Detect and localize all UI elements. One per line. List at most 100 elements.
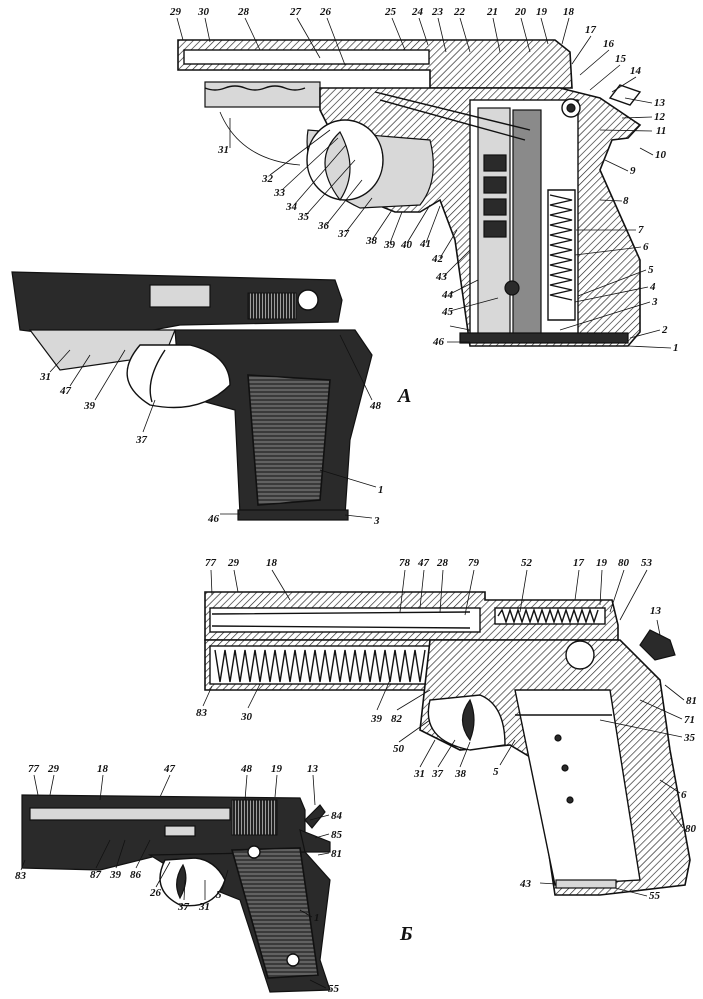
callout-label: 52 [521,557,533,569]
callout-label: 19 [536,6,548,18]
callout-label: 77 [28,763,40,775]
callout-label: 30 [240,711,253,723]
callout-label: 2 [661,324,668,336]
callout-label: 31 [413,768,425,780]
callout-label: 25 [384,6,397,18]
callout-label: 10 [655,149,667,161]
callout-label: 3 [651,296,658,308]
callout-label: 48 [369,400,382,412]
callout-label: 31 [39,371,51,383]
cartridge-stack [483,154,507,238]
callout-label: 37 [431,768,444,780]
callout-label: 1 [378,484,384,496]
callout-label: 18 [97,763,109,775]
callout-label: 84 [331,810,343,822]
callout-label: 20 [514,6,527,18]
callout-label: 17 [573,557,585,569]
callout-label: 87 [90,869,102,881]
callout-label: 43 [435,271,448,283]
callout-label: 48 [240,763,253,775]
callout-label: 5 [493,766,499,778]
callout-label: 26 [319,6,332,18]
callout-label: 82 [391,713,403,725]
callout-label: 32 [261,173,274,185]
callout-label: 47 [417,557,430,569]
callout-label: 41 [419,238,431,250]
figure-letter-a: А [396,385,411,407]
callout-label: 39 [370,713,383,725]
callout-label: 37 [177,901,190,913]
fig1-labels: 29 30 28 27 26 25 24 23 22 21 20 19 18 1… [169,6,679,354]
callout-label: 39 [383,239,396,251]
cutaway-pistol-top [177,39,642,347]
callout-label: 23 [431,6,444,18]
callout-label: 15 [615,53,627,65]
callout-label: 16 [603,38,615,50]
callout-label: 29 [169,6,182,18]
callout-label: 38 [365,235,378,247]
callout-label: 47 [59,385,72,397]
callout-label: 11 [656,125,666,137]
callout-label: 47 [163,763,176,775]
callout-label: 80 [685,823,697,835]
callout-label: 43 [519,878,532,890]
pistol-side-view-a [11,271,373,521]
callout-label: 77 [205,557,217,569]
callout-label: 6 [681,789,687,801]
callout-label: 81 [331,848,342,860]
callout-label: 13 [654,97,666,109]
callout-label: 18 [563,6,575,18]
callout-label: 24 [411,6,424,18]
callout-label: 12 [654,111,666,123]
callout-label: 26 [149,887,162,899]
callout-label: 3 [373,515,380,527]
callout-label: 31 [217,144,229,156]
callout-label: 28 [436,557,449,569]
callout-label: 29 [227,557,240,569]
callout-label: 7 [638,224,644,236]
callout-label: 19 [596,557,608,569]
callout-label: 39 [83,400,96,412]
callout-label: 50 [393,743,405,755]
callout-label: 21 [486,6,498,18]
callout-label: 53 [641,557,653,569]
callout-label: 17 [585,24,597,36]
callout-label: 44 [441,289,454,301]
callout-label: 18 [266,557,278,569]
callout-label: 83 [196,707,208,719]
callout-label: 42 [431,253,444,265]
cutaway-pistol-bottom [204,591,691,896]
callout-label: 29 [47,763,60,775]
callout-label: 36 [317,220,330,232]
callout-label: 8 [623,195,629,207]
callout-label: 4 [649,281,656,293]
callout-label: 81 [686,695,697,707]
callout-label: 86 [130,869,142,881]
callout-label: 6 [643,241,649,253]
callout-label: 85 [331,829,343,841]
fig4-labels: 77 29 18 47 48 19 13 84 85 81 83 87 39 8… [15,763,413,995]
pistol-side-view-b [21,794,331,993]
callout-label: 5 [216,889,222,901]
callout-label: 27 [289,6,302,18]
callout-label: 14 [630,65,642,77]
callout-label: 1 [673,342,679,354]
callout-label: 55 [328,983,340,995]
callout-label: 39 [109,869,122,881]
callout-label: 37 [135,434,148,446]
callout-label: 30 [197,6,210,18]
callout-label: 1 [314,912,320,924]
callout-label: 55 [649,890,661,902]
figure-letter-b: Б [399,923,413,945]
callout-label: 19 [271,763,283,775]
callout-label: 71 [684,714,695,726]
callout-label: 80 [618,557,630,569]
callout-label: 5 [648,264,654,276]
callout-label: 46 [207,513,220,525]
fig2-labels: 31 47 39 37 48 1 46 3 А [39,334,411,527]
callout-label: 38 [454,768,467,780]
callout-label: 22 [453,6,466,18]
callout-label: 40 [400,239,413,251]
callout-label: 9 [630,165,636,177]
